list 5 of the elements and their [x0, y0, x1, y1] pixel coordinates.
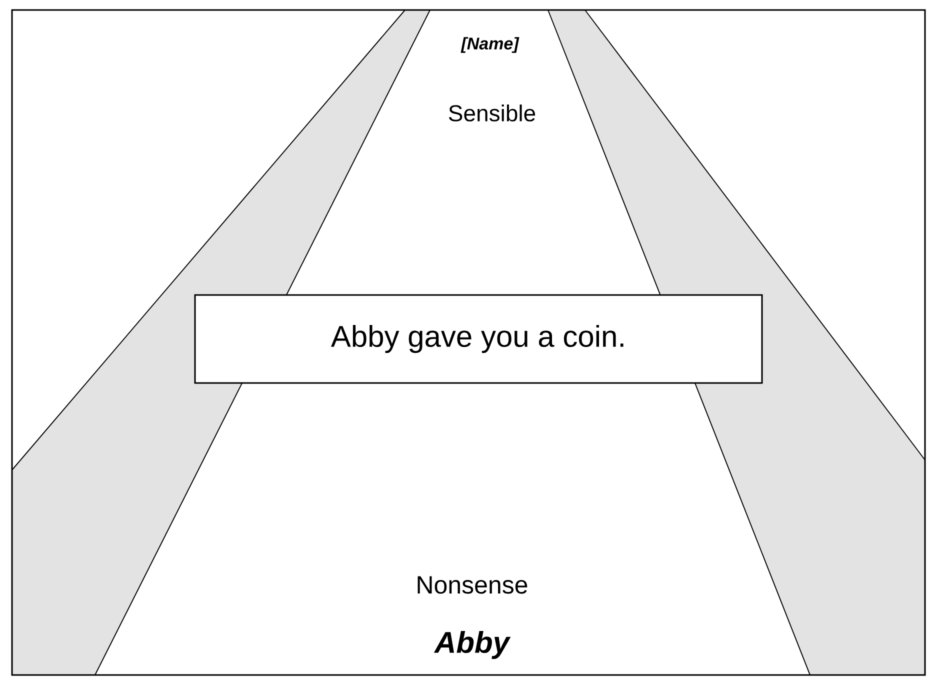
name-label: Abby: [434, 631, 511, 659]
fill-in-field: [Name]: [460, 37, 520, 53]
text-box: Abby gave you a coin.: [194, 294, 763, 384]
label-text: Sensible: [448, 104, 536, 122]
label-text: Nonsense: [418, 576, 528, 594]
